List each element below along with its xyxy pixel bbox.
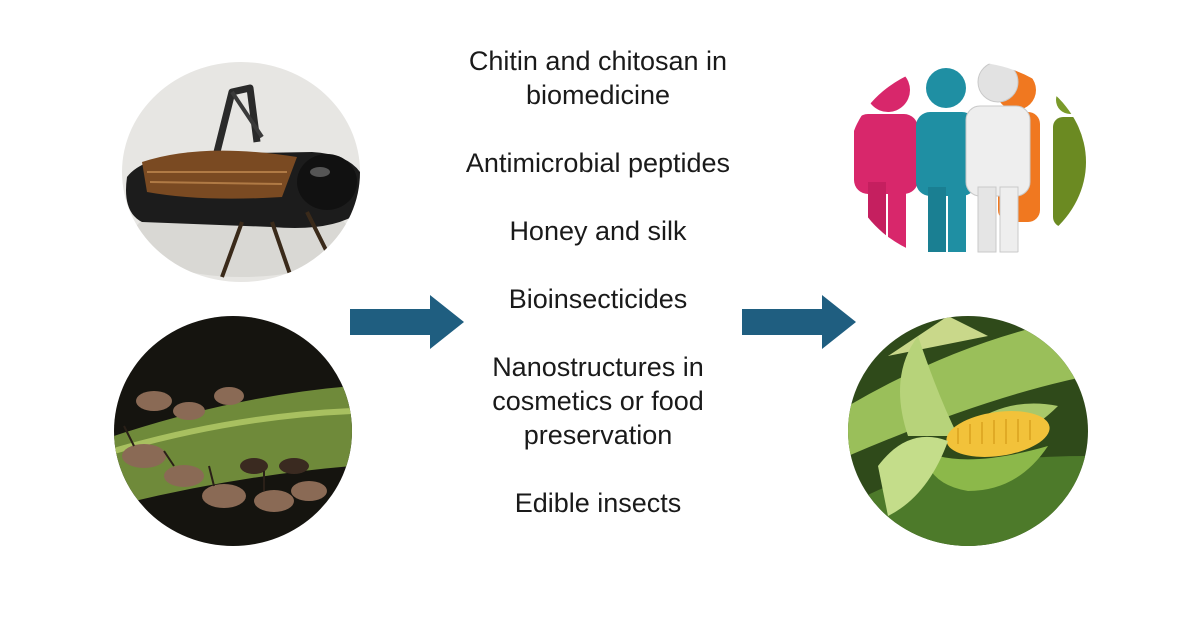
list-item: Nanostructures in cosmetics or food pres… [492,352,704,450]
corn-photo [848,316,1088,546]
aphids-photo [114,316,352,546]
right-arrow-icon [742,295,856,349]
list-item: Honey and silk [509,216,687,246]
application-list: Chitin and chitosan in biomedicine Antim… [430,44,766,554]
list-item: Bioinsecticides [508,284,688,314]
list-item: Chitin and chitosan in biomedicine [468,46,728,110]
cricket-photo [122,62,360,282]
people-figures [848,62,1086,262]
list-item: Antimicrobial peptides [465,148,731,178]
list-item: Edible insects [514,488,682,518]
right-arrow-icon [350,295,464,349]
